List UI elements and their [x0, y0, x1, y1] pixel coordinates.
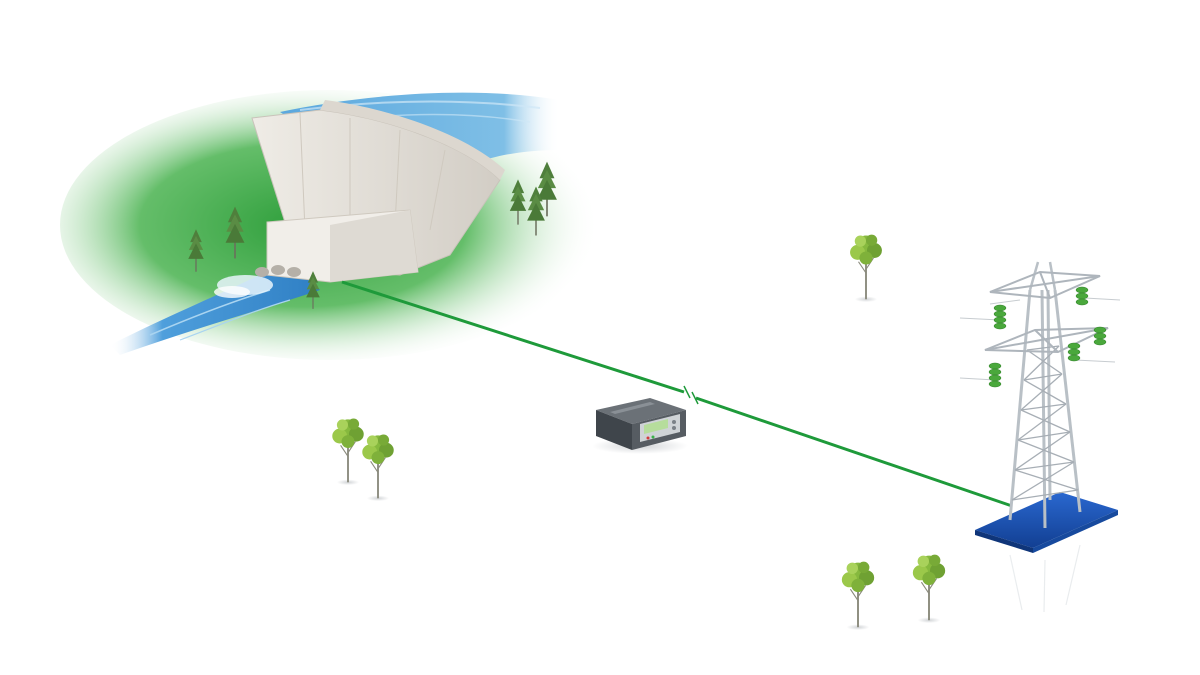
relay-device-icon	[592, 398, 688, 454]
transmission-line	[341, 280, 1013, 508]
dam-icon	[251, 100, 505, 283]
power-tower-icon	[959, 261, 1121, 613]
river	[110, 268, 320, 355]
